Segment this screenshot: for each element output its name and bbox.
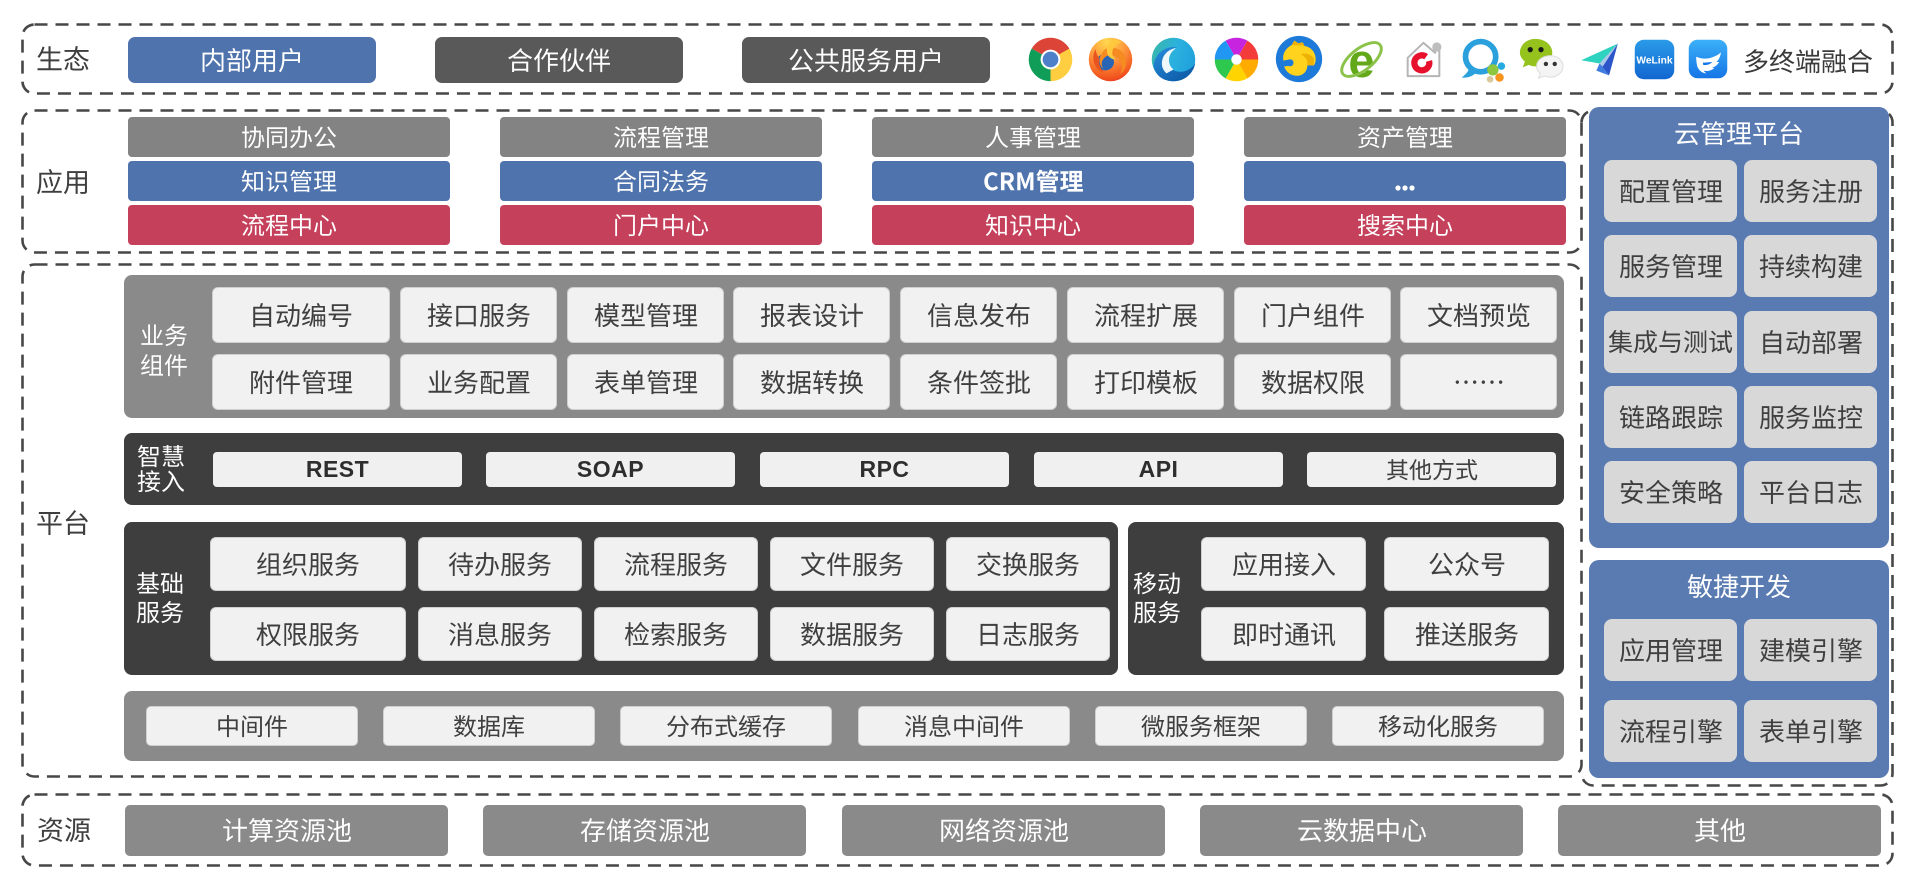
svg-text:WeLink: WeLink bbox=[1636, 56, 1673, 67]
